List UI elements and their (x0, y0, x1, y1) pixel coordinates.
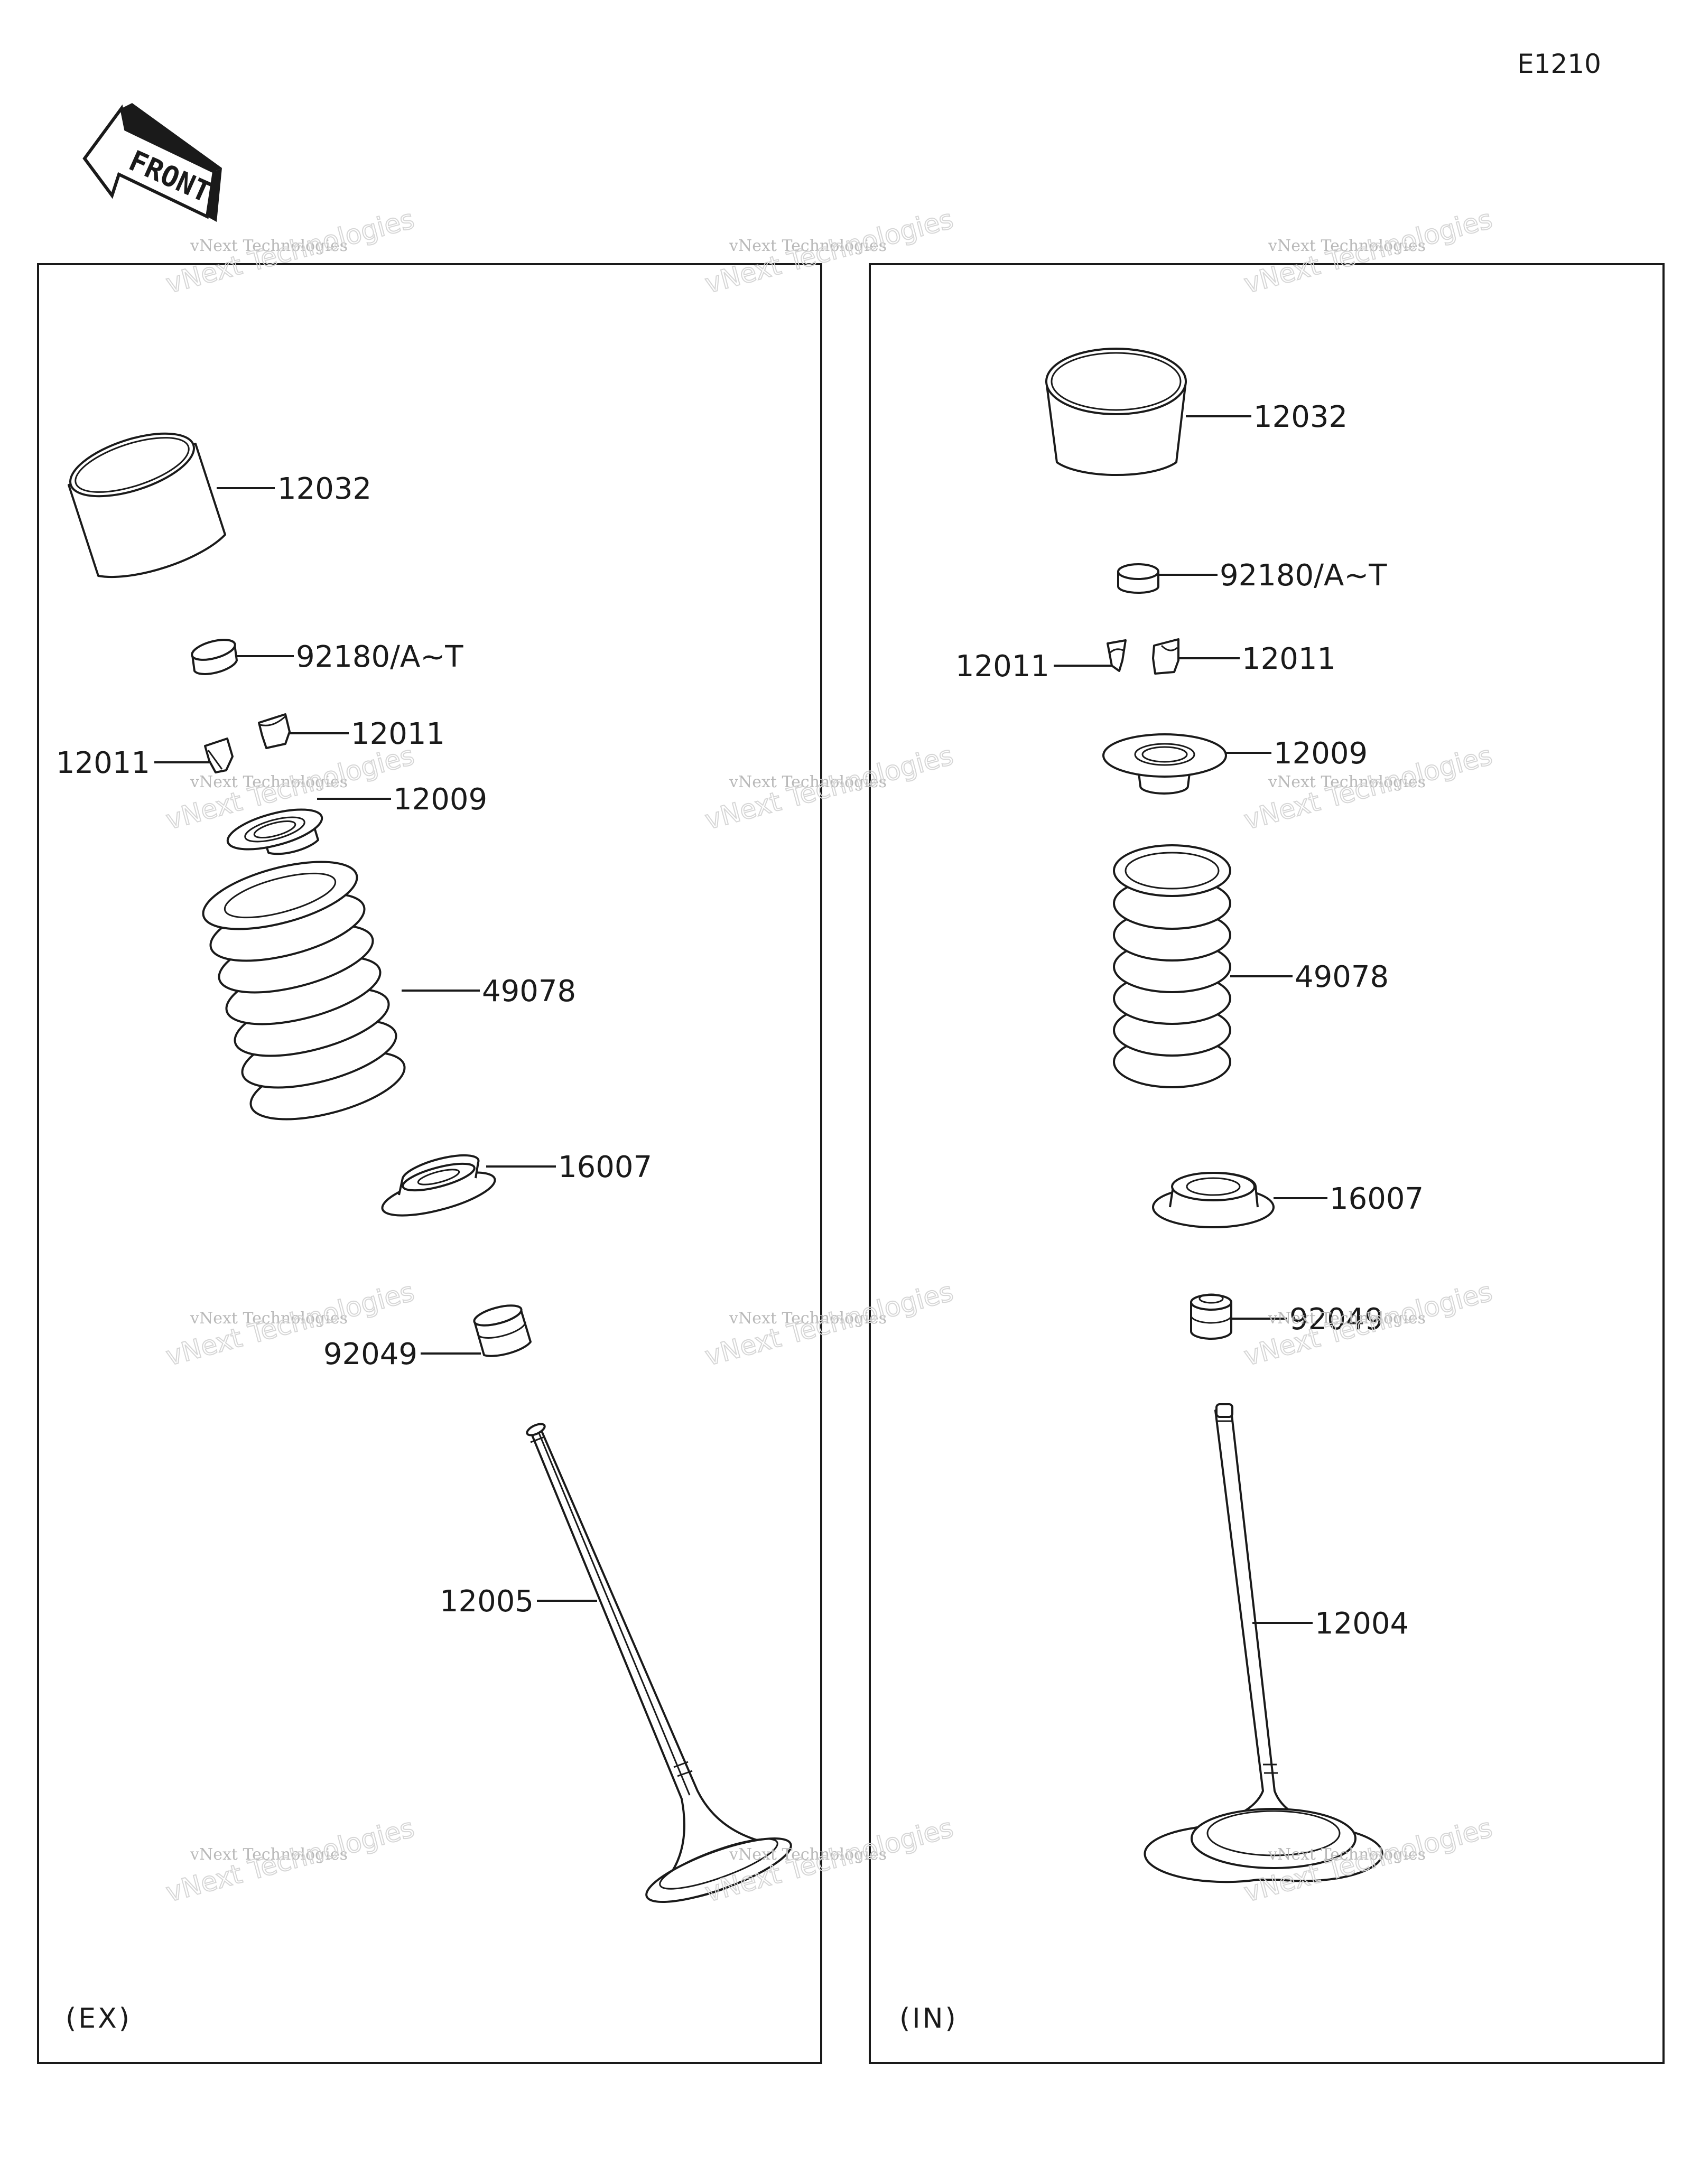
watermark-3: vNext Technologies vNext Technologies (1240, 203, 1496, 300)
svg-text:vNext Technologies: vNext Technologies (729, 773, 887, 791)
ex-spring-seat (381, 1154, 496, 1217)
ex-cotter-left (204, 738, 234, 773)
in-valve-label: 12004 (1315, 1607, 1409, 1641)
ex-valve-label: 12005 (440, 1584, 534, 1619)
watermark-2: vNext Technologies vNext Technologies (701, 203, 957, 300)
watermark-10: vNext Technologies vNext Technologies (162, 1812, 418, 1909)
ex-stem-seal-label: 92049 (323, 1337, 417, 1371)
ex-tappet-label: 12032 (277, 472, 371, 506)
svg-text:vNext Technologies: vNext Technologies (729, 1309, 887, 1328)
svg-text:vNext Technologies: vNext Technologies (1268, 1309, 1426, 1328)
exhaust-panel-tag: (EX) (66, 2003, 132, 2034)
in-stem-seal-label: 92049 (1289, 1302, 1383, 1337)
in-shim (1117, 563, 1159, 594)
in-tappet (1045, 348, 1187, 477)
in-valve (1144, 1403, 1383, 1883)
ex-cotter-right-label: 12011 (351, 717, 445, 751)
ex-shim (191, 639, 238, 675)
svg-text:vNext Technologies: vNext Technologies (1268, 773, 1426, 791)
ex-stem-seal (473, 1304, 532, 1357)
watermark-5: vNext Technologies vNext Technologies (701, 740, 957, 836)
svg-text:vNext Technologies: vNext Technologies (190, 1845, 348, 1864)
in-retainer-label: 12009 (1274, 736, 1368, 771)
ex-spring (202, 861, 406, 1121)
ex-valve (526, 1423, 792, 1903)
svg-text:vNext Technologies: vNext Technologies (729, 1845, 887, 1864)
in-tappet-label: 12032 (1253, 400, 1348, 434)
watermark-9: vNext Technologies vNext Technologies (1240, 1276, 1496, 1373)
svg-text:vNext Technologies: vNext Technologies (1268, 237, 1426, 255)
in-cotter-left (1107, 639, 1127, 672)
svg-text:vNext Technologies: vNext Technologies (190, 237, 348, 255)
ex-retainer (226, 808, 323, 855)
ex-retainer-label: 12009 (393, 782, 487, 817)
front-arrow-icon: FRONT (82, 103, 222, 222)
svg-text:vNext Technologies: vNext Technologies (1268, 1845, 1426, 1864)
svg-text:vNext Technologies: vNext Technologies (729, 237, 887, 255)
diagram-code: E1210 (1517, 49, 1601, 79)
ex-tappet (68, 432, 226, 578)
exhaust-panel (37, 263, 822, 2064)
svg-text:vNext Technologies: vNext Technologies (190, 1309, 348, 1328)
ex-cotter-right (258, 713, 291, 749)
watermark-11: vNext Technologies vNext Technologies (701, 1812, 957, 1909)
watermark-1: vNext Technologies vNext Technologies (162, 203, 418, 300)
in-spring (1113, 844, 1231, 1088)
ex-shim-label: 92180/A~T (296, 640, 463, 674)
in-stem-seal (1190, 1293, 1232, 1340)
in-retainer (1102, 733, 1227, 795)
in-spring-seat (1152, 1172, 1275, 1228)
svg-text:vNext Technologies: vNext Technologies (190, 773, 348, 791)
ex-spring-seat-label: 16007 (558, 1150, 652, 1184)
intake-panel-tag: (IN) (899, 2003, 958, 2034)
in-cotter-left-label: 12011 (955, 649, 1049, 684)
watermark-8: vNext Technologies vNext Technologies (701, 1276, 957, 1373)
ex-spring-label: 49078 (482, 974, 576, 1009)
in-shim-label: 92180/A~T (1220, 558, 1387, 593)
ex-cotter-left-label: 12011 (56, 746, 150, 780)
in-cotter-right-label: 12011 (1242, 642, 1336, 676)
in-spring-seat-label: 16007 (1330, 1182, 1424, 1216)
in-spring-label: 49078 (1295, 960, 1389, 994)
in-cotter-right (1152, 638, 1179, 675)
intake-panel (869, 263, 1665, 2064)
